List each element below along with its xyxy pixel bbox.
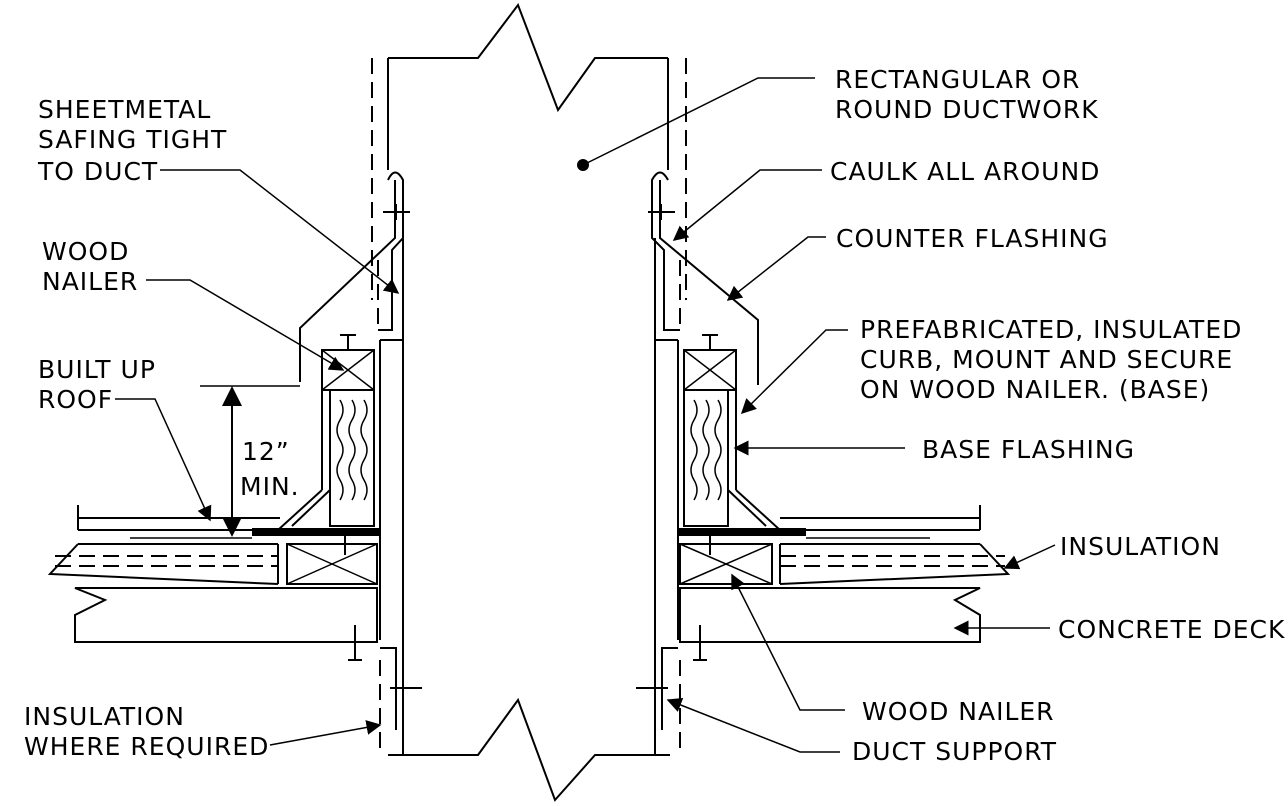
- label-insulation-where-required-2: WHERE REQUIRED: [24, 732, 269, 761]
- label-dimension-min: MIN.: [240, 472, 300, 501]
- leader-lines: [115, 77, 1056, 753]
- label-safing-2: SAFING TIGHT: [38, 125, 227, 154]
- label-curb-1: PREFABRICATED, INSULATED: [860, 315, 1242, 344]
- label-wood-nailer-left-2: NAILER: [42, 267, 138, 296]
- label-wood-nailer-bottom: WOOD NAILER: [862, 697, 1055, 726]
- label-counter-flashing: COUNTER FLASHING: [836, 224, 1109, 253]
- label-built-up-roof-1: BUILT UP: [38, 355, 156, 384]
- label-ductwork-1: RECTANGULAR OR: [835, 65, 1080, 94]
- label-base-flashing: BASE FLASHING: [922, 435, 1135, 464]
- right-curb-assembly: [636, 171, 1011, 730]
- label-ductwork-2: ROUND DUCTWORK: [835, 95, 1099, 124]
- label-wood-nailer-left-1: WOOD: [42, 237, 129, 266]
- label-safing-3: TO DUCT: [37, 157, 158, 186]
- label-safing-1: SHEETMETAL: [38, 95, 211, 124]
- label-curb-3: ON WOOD NAILER. (BASE): [860, 375, 1210, 404]
- left-curb-assembly: [47, 171, 422, 730]
- label-built-up-roof-2: ROOF: [38, 385, 113, 414]
- dimension-12-min: [200, 385, 300, 537]
- ductwork: [371, 2, 687, 802]
- label-caulk: CAULK ALL AROUND: [830, 157, 1100, 186]
- label-insulation: INSULATION: [1060, 532, 1221, 561]
- label-curb-2: CURB, MOUNT AND SECURE: [860, 345, 1233, 374]
- label-duct-support: DUCT SUPPORT: [852, 737, 1057, 766]
- label-dimension-12: 12”: [242, 437, 290, 466]
- label-insulation-where-required-1: INSULATION: [24, 702, 185, 731]
- label-concrete-deck: CONCRETE DECK: [1058, 615, 1285, 644]
